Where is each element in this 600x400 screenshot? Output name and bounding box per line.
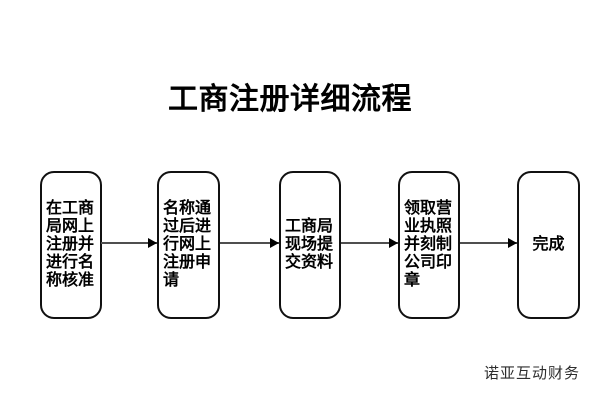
- flow-step-4: 领取营业执照并刻制公司印章: [398, 171, 460, 319]
- flow-step-3: 工商局现场提交资料: [279, 171, 341, 319]
- arrow-right-icon: [148, 238, 157, 248]
- flow-arrow-2: [220, 238, 279, 248]
- flow-arrow-3: [341, 238, 398, 248]
- arrow-right-icon: [270, 238, 279, 248]
- flow-step-5: 完成: [517, 171, 580, 319]
- page-title: 工商注册详细流程: [168, 83, 412, 116]
- flow-step-1: 在工商局网上注册并进行名称核准: [40, 171, 102, 319]
- arrow-right-icon: [508, 238, 517, 248]
- arrow-right-icon: [389, 238, 398, 248]
- brand-watermark: 诺亚互动财务: [483, 365, 580, 382]
- flow-arrow-4: [460, 238, 517, 248]
- flow-arrow-1: [101, 238, 157, 248]
- flow-step-2: 名称通过后进行网上注册申请: [157, 171, 220, 319]
